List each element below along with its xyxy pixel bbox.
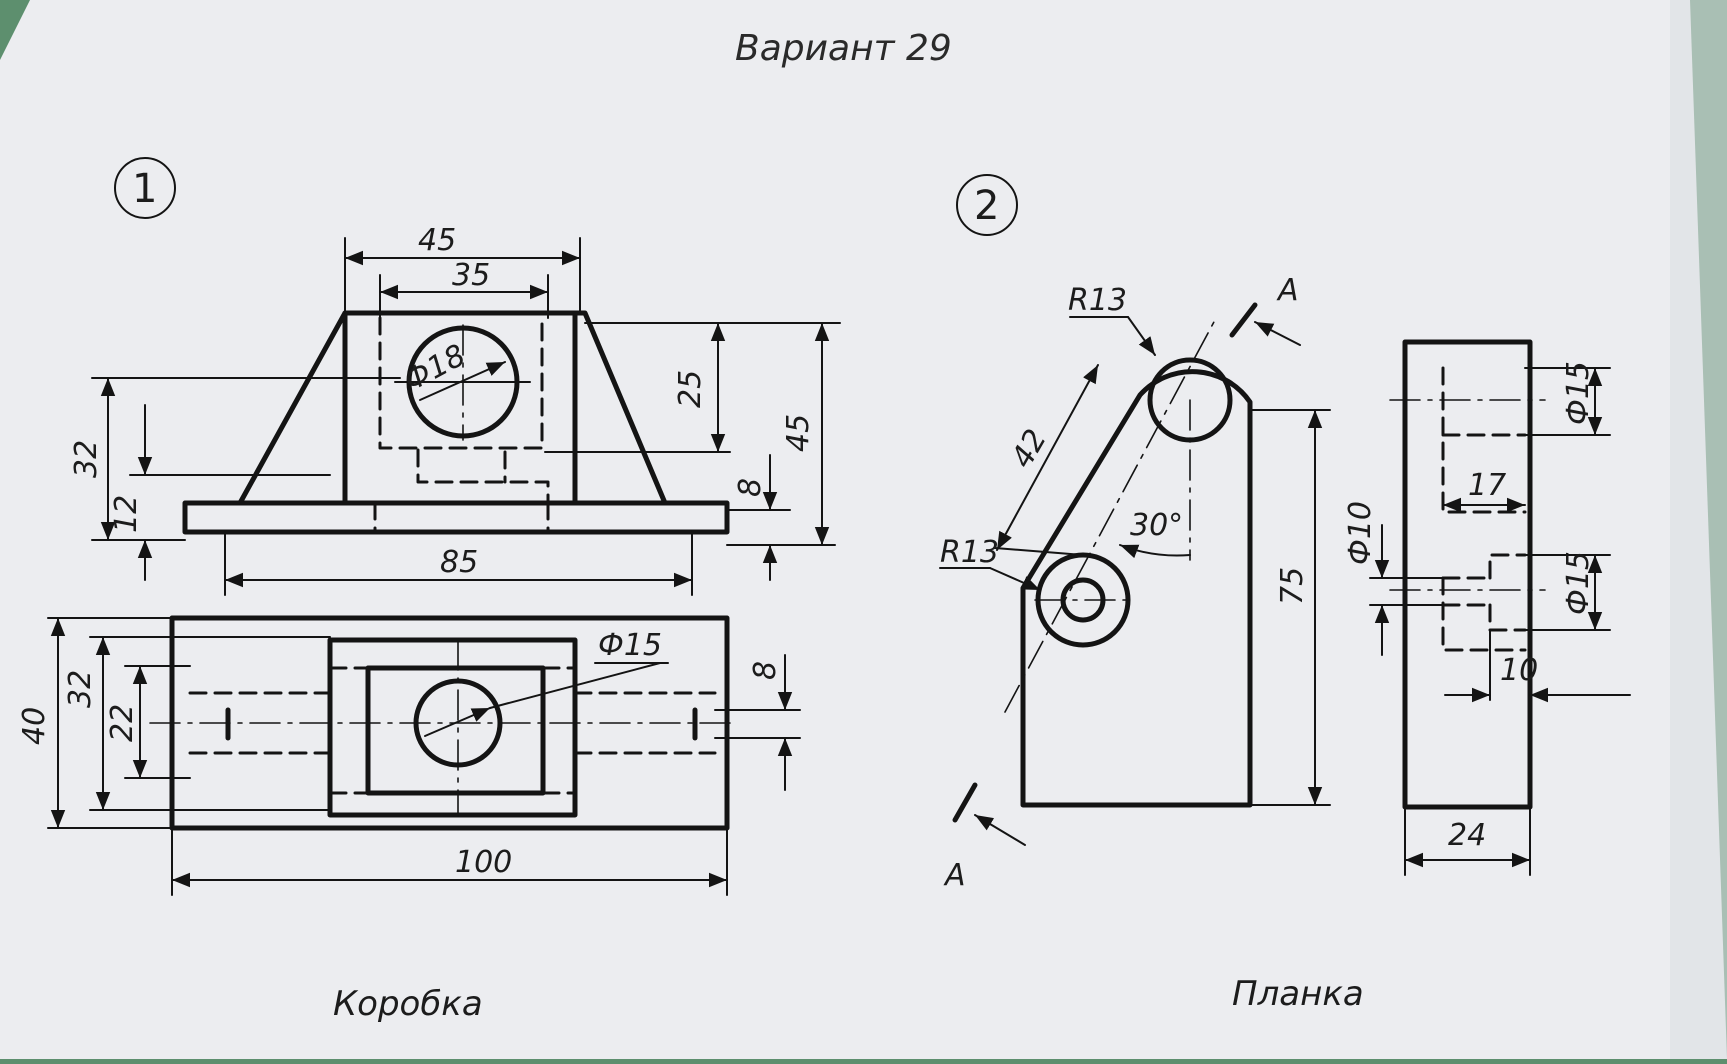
part2-dim-r13-top: R13 <box>1068 283 1127 318</box>
part2-side-view: Ф15 17 Ф10 Ф15 10 24 <box>1343 339 1631 876</box>
part1-dim-8-plan: 8 <box>748 661 783 680</box>
part2-dim-d10: Ф10 <box>1343 501 1378 565</box>
part1-dim-8-front: 8 <box>733 478 768 497</box>
part1-number: 1 <box>132 166 157 212</box>
part1-dim-35: 35 <box>452 258 490 293</box>
part1-dim-25: 25 <box>673 370 708 408</box>
part1-dim-12: 12 <box>109 495 144 533</box>
part1-caption: Коробка <box>333 984 483 1024</box>
part2-dim-d15-bottom: Ф15 <box>1561 551 1596 615</box>
part2-dim-30deg: 30° <box>1130 508 1183 543</box>
part2-front-view: R13 A 42 R13 30° 75 A <box>939 273 1331 893</box>
part1-plan-hole <box>413 678 503 768</box>
part2-dim-r13-bottom: R13 <box>940 535 999 570</box>
part2-dim-17: 17 <box>1468 468 1506 503</box>
part1-number-circle <box>114 157 176 219</box>
part2-number: 2 <box>974 183 999 229</box>
part1-dim-32-front: 32 <box>69 440 104 478</box>
part2-section-a-top: A <box>1276 273 1299 308</box>
paper-shadow-right <box>1670 0 1727 1059</box>
part2-dim-d15-top: Ф15 <box>1561 361 1596 425</box>
part1-dim-45-top: 45 <box>418 223 456 258</box>
part1-dim-40: 40 <box>17 707 52 745</box>
part1-dim-22: 22 <box>105 704 140 742</box>
part1-dim-85: 85 <box>440 545 478 580</box>
part2-dim-24: 24 <box>1448 818 1486 853</box>
part1-dim-32-plan: 32 <box>63 670 98 708</box>
part1-plan-view: Ф15 8 40 32 22 100 <box>17 615 801 896</box>
part2-dim-75: 75 <box>1275 567 1310 605</box>
part2-number-circle <box>956 174 1018 236</box>
part1-dim-45-right: 45 <box>781 414 816 452</box>
variant-title: Вариант 29 <box>735 28 952 69</box>
part2-caption: Планка <box>1232 974 1364 1014</box>
part1-dim-d15-plan: Ф15 <box>598 628 662 663</box>
part1-dim-100: 100 <box>455 845 512 880</box>
part2-group: 2 R13 A 42 R13 <box>939 174 1631 1014</box>
part2-dim-10: 10 <box>1500 653 1538 688</box>
part2-section-a-bottom: A <box>943 858 966 893</box>
